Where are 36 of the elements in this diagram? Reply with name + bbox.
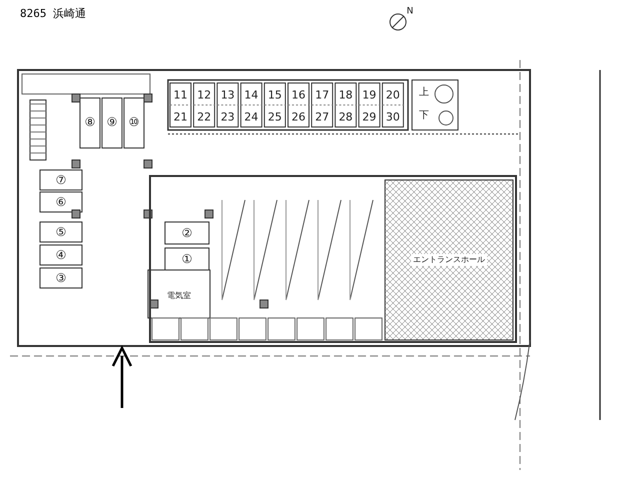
- parking-space-number: ⑨: [106, 116, 118, 128]
- parking-space-number: 19: [362, 90, 376, 100]
- parking-space-number: 20: [386, 90, 400, 100]
- parking-space-number: 29: [362, 112, 376, 122]
- parking-space-number: ④: [56, 249, 66, 261]
- parking-space-number: 23: [220, 112, 235, 122]
- parking-space-number: ⑦: [56, 174, 66, 186]
- parking-space-number: ①: [182, 253, 192, 265]
- compass-label: N: [406, 8, 414, 16]
- parking-space-number: ⑧: [84, 116, 96, 128]
- parking-space-number: 22: [197, 112, 212, 122]
- parking-space-number: 27: [315, 112, 330, 122]
- parking-space-number: 11: [174, 90, 188, 100]
- parking-space-number: ③: [56, 272, 66, 284]
- parking-space-number: 16: [292, 90, 306, 100]
- parking-space-number: 30: [386, 112, 400, 122]
- parking-space-number: ⑤: [56, 226, 66, 238]
- parking-space-number: 15: [268, 90, 282, 100]
- parking-space-number: 21: [174, 112, 188, 122]
- title: 8265 浜崎通: [20, 6, 86, 21]
- parking-space-number: 12: [197, 90, 212, 100]
- parking-space-number: 17: [315, 90, 330, 100]
- parking-space-number: 13: [220, 90, 235, 100]
- room-label: エントランスホール: [411, 254, 487, 266]
- parking-space-number: 26: [292, 112, 306, 122]
- room-label: 電気室: [165, 290, 193, 302]
- parking-space-number: 14: [244, 90, 258, 100]
- parking-space-number: 28: [338, 112, 353, 122]
- parking-space-number: ⑥: [56, 196, 66, 208]
- stair-label: 下: [419, 111, 429, 121]
- parking-space-number: 25: [268, 112, 282, 122]
- parking-space-number: 18: [338, 90, 353, 100]
- parking-space-number: ⑩: [128, 116, 140, 128]
- stair-label: 上: [419, 88, 429, 98]
- parking-space-number: ②: [182, 227, 192, 239]
- parking-space-number: 24: [244, 112, 258, 122]
